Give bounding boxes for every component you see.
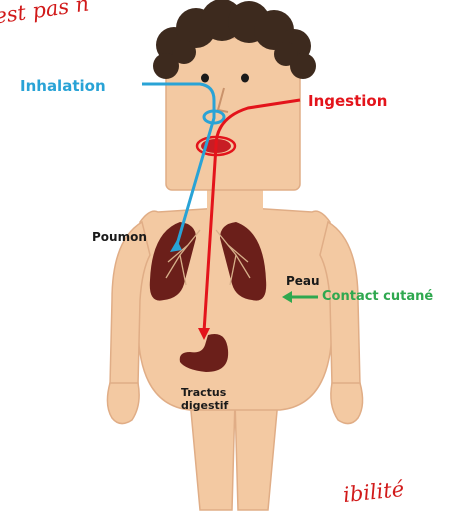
ingestion-label: Ingestion — [308, 92, 387, 110]
left-leg — [190, 400, 235, 510]
peau-label: Peau — [286, 274, 320, 288]
inhalation-label: Inhalation — [20, 77, 106, 95]
poumon-label: Poumon — [92, 230, 147, 244]
contact-cutane-label: Contact cutané — [322, 289, 433, 304]
right-eye — [241, 74, 249, 83]
tractus-label-line1: Tractus — [181, 386, 226, 399]
right-leg — [235, 400, 278, 510]
left-hand — [107, 383, 139, 424]
tractus-label-line2: digestif — [181, 399, 228, 412]
right-hand — [331, 383, 363, 424]
left-eye — [201, 74, 209, 83]
